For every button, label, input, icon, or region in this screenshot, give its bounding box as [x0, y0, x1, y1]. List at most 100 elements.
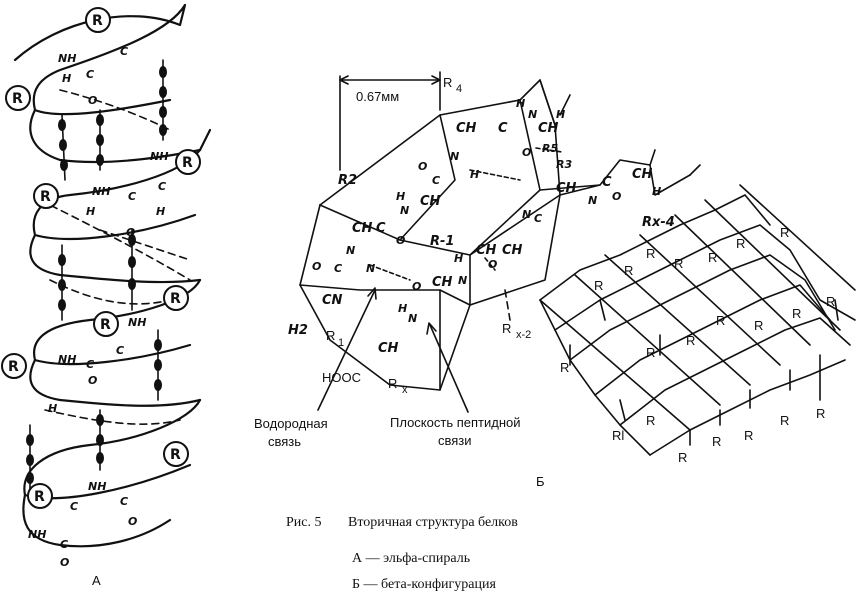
h-label: H: [398, 302, 407, 315]
figure-label: Рис. 5: [286, 515, 322, 530]
sheet-r: R: [712, 434, 721, 449]
h-label: H: [396, 190, 405, 203]
h-label: H: [62, 72, 71, 85]
h-label: H: [470, 168, 479, 181]
nh-label: NH: [28, 528, 46, 541]
panel-b-letter: Б: [536, 474, 545, 489]
ch-label: CH: [538, 121, 559, 136]
rx2-sub: x-2: [516, 329, 531, 341]
c-label: C: [120, 495, 128, 508]
ch-label: CH: [432, 275, 453, 290]
n-label: N: [528, 108, 537, 121]
n-label: N: [588, 194, 597, 207]
h-label: H: [652, 185, 661, 198]
nh-label: NH: [92, 185, 110, 198]
r-label: R: [92, 13, 103, 29]
alpha-group-labels: NH C H C O NH NH C H C H O NH NH C C O H…: [28, 45, 168, 569]
o-label: O: [88, 94, 97, 107]
n-label: N: [450, 150, 459, 163]
r-minus1-label: R-1: [430, 234, 454, 249]
pleated-sheet-diagram: R R R R R R R R R R R R R R Rl R R R R R…: [539, 184, 856, 465]
hooc-label: HOOC: [322, 370, 361, 385]
sheet-r: R: [624, 263, 633, 278]
sheet-r: R: [678, 450, 687, 465]
hbond-bead-chains: [26, 59, 167, 491]
sheet-r-labels: R R R R R R R R R R R R R R Rl R R R R R…: [560, 225, 835, 465]
o-label: O: [612, 190, 621, 203]
sheet-r: R: [674, 256, 683, 271]
nh-label: NH: [150, 150, 168, 163]
r-label: R: [34, 489, 45, 505]
h2n-label: H2: [288, 323, 308, 338]
ch-label: CH: [378, 341, 399, 356]
o-label: O: [412, 280, 421, 293]
o-label: O: [88, 374, 97, 387]
h-label: H: [48, 402, 57, 415]
c-label: C: [498, 121, 508, 136]
sheet-r: R: [744, 428, 753, 443]
panel-a-letter: А: [92, 573, 101, 588]
sheet-r: R: [754, 318, 763, 333]
c-label: C: [376, 221, 386, 236]
n-label: N: [366, 262, 375, 275]
o-label: O: [312, 260, 321, 273]
h-label: H: [86, 205, 95, 218]
sheet-r: R: [816, 406, 825, 421]
r-label: R: [12, 91, 23, 107]
alpha-helix-diagram: R R R R R R R R R NH C H C O NH NH C H C…: [1, 3, 212, 588]
c-label: C: [602, 175, 612, 190]
sheet-r: R: [780, 413, 789, 428]
sheet-r: R: [646, 413, 655, 428]
sheet-r: R: [686, 333, 695, 348]
sheet-r: R: [708, 250, 717, 265]
nh-label: NH: [58, 52, 76, 65]
r3-label: R3: [556, 158, 572, 171]
sheet-r: R: [560, 360, 569, 375]
ch-label: CH: [456, 121, 477, 136]
sheet-r: R: [792, 306, 801, 321]
r-label: R: [182, 155, 193, 171]
sheet-r: R: [646, 246, 655, 261]
o-label: O: [60, 556, 69, 569]
r4-label: R: [443, 75, 452, 90]
c-label: C: [158, 180, 166, 193]
r-label: R: [8, 359, 19, 375]
ch-label: CH: [476, 243, 497, 258]
h-label: H: [156, 205, 165, 218]
c-label: C: [534, 212, 542, 225]
cn-label: CN: [322, 293, 343, 308]
rx-sub: x: [402, 384, 408, 396]
c-label: C: [432, 174, 440, 187]
r-label: R: [170, 447, 181, 463]
sheet-r: R: [716, 313, 725, 328]
o-label: O: [128, 515, 137, 528]
nh-label: NH: [58, 353, 76, 366]
caption-line-a: А — эльфа-спираль: [352, 551, 470, 566]
rx-label: R: [388, 376, 397, 391]
o-label: O: [488, 258, 497, 271]
sheet-r: R: [780, 225, 789, 240]
n-label: N: [522, 208, 531, 221]
r-group-circles: R R R R R R R R R: [1, 7, 201, 509]
h-label: H: [516, 97, 525, 110]
measurement-label: 0.67мм: [356, 89, 399, 104]
r-label: R: [40, 189, 51, 205]
n-label: N: [400, 204, 409, 217]
hbond-arrow: [317, 289, 376, 411]
o-label: O: [522, 146, 531, 159]
r1-sub: 1: [338, 337, 344, 349]
c-label: C: [120, 45, 128, 58]
r1-label: R: [326, 328, 335, 343]
n-label: N: [408, 312, 417, 325]
figure-title: Вторичная структура белков: [348, 515, 518, 530]
ch-label: CH: [556, 181, 577, 196]
r5-label: R5: [542, 142, 558, 155]
ch-label: CH: [632, 167, 653, 182]
caption-line-b: Б — бета-конфигурация: [352, 577, 496, 592]
peptide-plane-label-1: Плоскость пептидной: [390, 415, 521, 430]
n-label: N: [458, 274, 467, 287]
h-label: H: [454, 252, 463, 265]
ch-label: CH: [352, 221, 373, 236]
r-label: R: [100, 317, 111, 333]
